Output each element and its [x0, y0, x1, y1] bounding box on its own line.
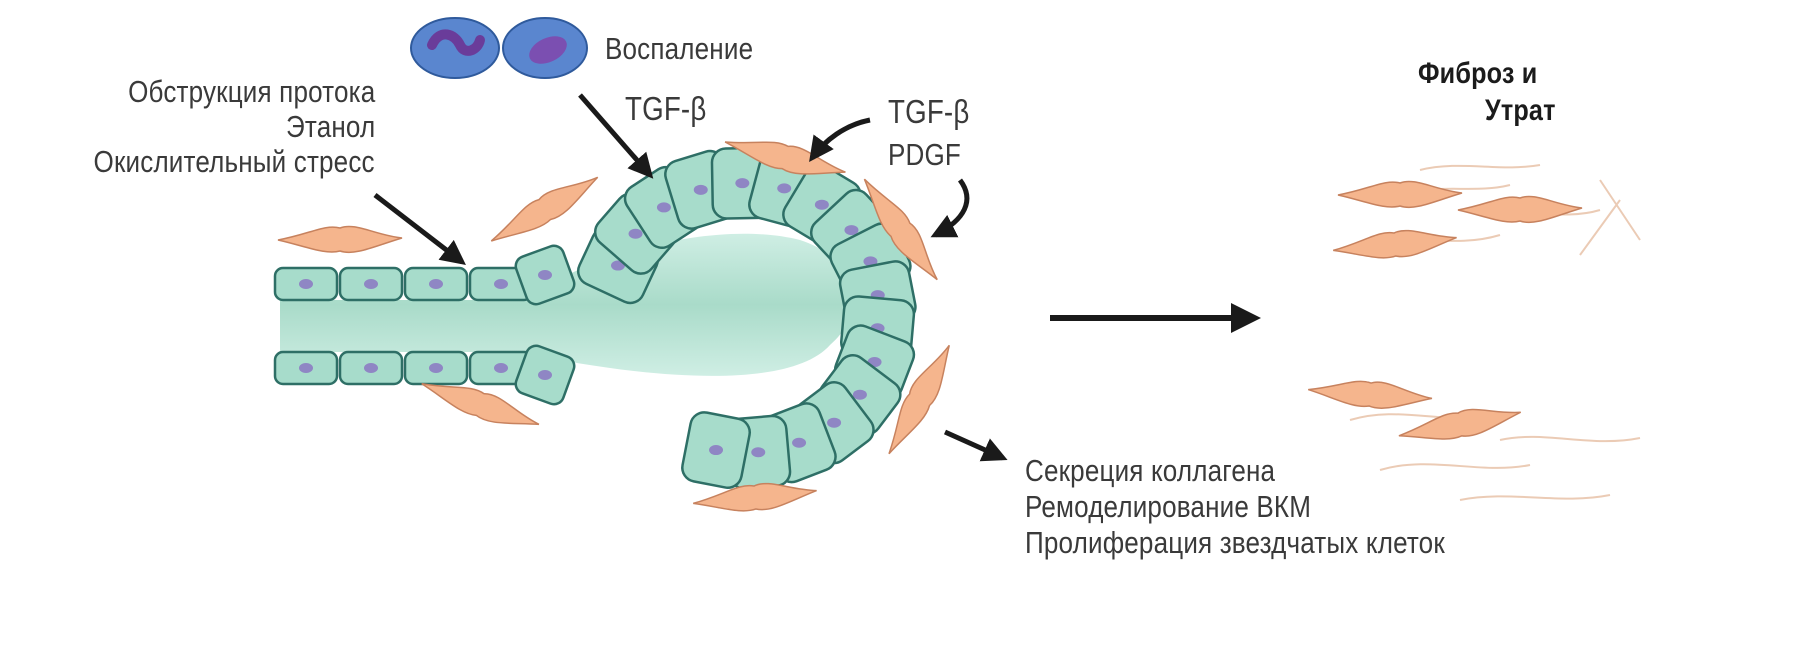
- fibrosis-title-line2: Утрат: [1485, 92, 1556, 129]
- cell-nucleus: [694, 185, 708, 195]
- pdgf-label: PDGF: [888, 136, 961, 173]
- cell-nucleus: [299, 279, 313, 289]
- cell-nucleus: [429, 279, 443, 289]
- cause-oxidative-stress: Окислительный стресс: [94, 143, 375, 180]
- cell-nucleus: [538, 270, 552, 280]
- cell-nucleus: [709, 445, 723, 455]
- cause-ethanol: Этанол: [286, 108, 375, 145]
- cell-nucleus: [299, 363, 313, 373]
- tgf-beta-label: TGF-β: [888, 93, 969, 130]
- inflammation-label: Воспаление: [605, 30, 753, 67]
- cell-nucleus: [827, 418, 841, 428]
- outcome-ecm-remodeling: Ремоделирование ВКМ: [1025, 488, 1311, 525]
- arrow-icon: [812, 120, 870, 158]
- cell-nucleus: [494, 279, 508, 289]
- cell-nucleus: [777, 183, 791, 193]
- cell-nucleus: [815, 200, 829, 210]
- tgf-beta-label: TGF-β: [625, 90, 706, 127]
- cell-nucleus: [751, 447, 765, 457]
- neutrophil-icon: [411, 18, 499, 78]
- cell-nucleus: [735, 178, 749, 188]
- arrow-icon: [935, 180, 967, 235]
- cell-nucleus: [364, 279, 378, 289]
- stellate-cell-icon: [1458, 196, 1582, 222]
- cell-nucleus: [657, 202, 671, 212]
- stellate-cell-icon: [1338, 181, 1462, 207]
- outcome-stellate-proliferation: Пролиферация звездчатых клеток: [1025, 524, 1445, 561]
- cell-nucleus: [364, 363, 378, 373]
- cell-nucleus: [429, 363, 443, 373]
- cell-nucleus: [629, 229, 643, 239]
- fibrosis-title-line1: Фиброз и: [1418, 55, 1537, 92]
- stellate-cell-icon: [1307, 376, 1433, 413]
- macrophage-icon: [503, 18, 587, 78]
- stellate-cell-icon: [485, 167, 605, 251]
- stellate-cell-icon: [278, 226, 402, 252]
- cell-nucleus: [494, 363, 508, 373]
- cell-nucleus: [792, 438, 806, 448]
- stellate-cell-icon: [1332, 226, 1458, 263]
- stellate-cell-icon: [1397, 401, 1524, 448]
- outcome-collagen-secretion: Секреция коллагена: [1025, 452, 1275, 489]
- cause-duct-obstruction: Обструкция протока: [128, 73, 375, 110]
- arrow-icon: [375, 195, 462, 262]
- cell-nucleus: [853, 390, 867, 400]
- cell-nucleus: [538, 370, 552, 380]
- arrow-icon: [945, 432, 1003, 458]
